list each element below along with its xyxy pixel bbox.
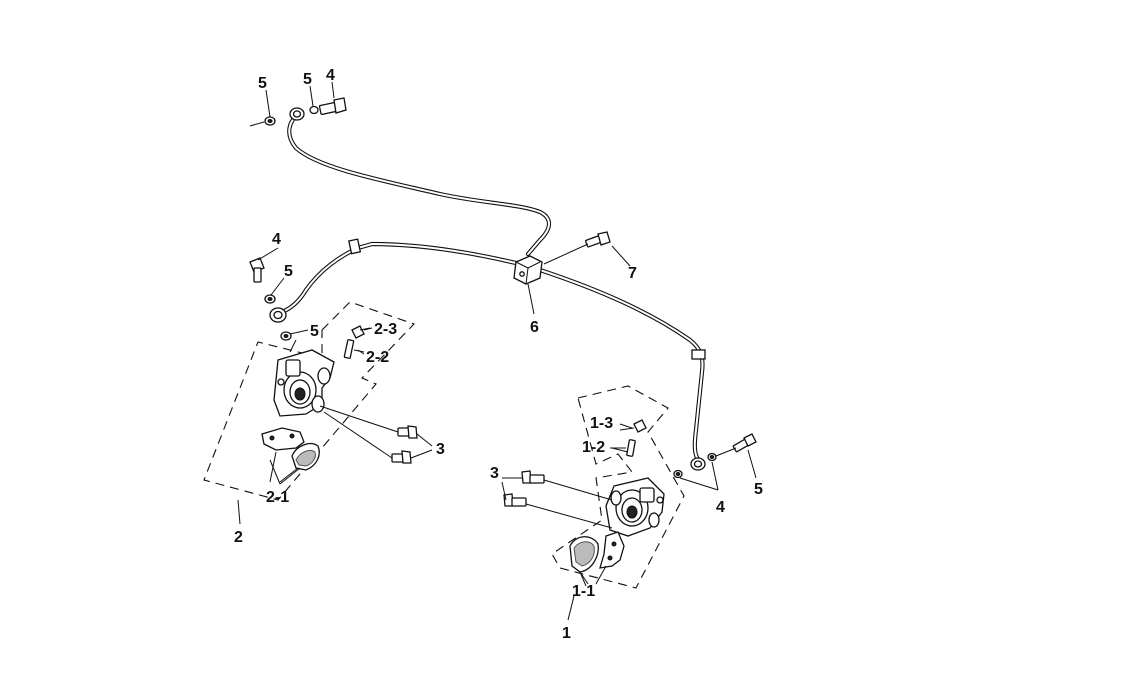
brake-pipes [279,113,706,465]
callout-1-1: 1-1 [572,583,595,600]
callout-3-left: 3 [436,441,445,458]
callout-5-top-left: 5 [258,75,267,92]
leader-lines [237,81,757,621]
callout-1: 1 [562,625,571,642]
callout-2: 2 [234,529,243,546]
right-caliper [605,477,665,537]
right-banjo-fitting [673,433,757,479]
distributor-mounting-bolt [543,231,611,265]
right-brake-pads [569,531,625,585]
callout-4-right: 4 [716,499,725,516]
left-caliper-group-outline [203,301,415,501]
callout-4-top: 4 [326,67,335,84]
callout-4-left: 4 [272,231,281,248]
callout-5-left-upper: 5 [284,263,293,280]
callout-1-3: 1-3 [590,415,613,432]
right-caliper-bolts [501,470,613,529]
callout-6: 6 [530,319,539,336]
left-caliper [273,339,335,417]
callout-1-2: 1-2 [582,439,605,456]
left-bleeder-valve [343,325,371,359]
callout-5-right: 5 [754,481,763,498]
callout-7: 7 [628,265,637,282]
callout-3-right: 3 [490,465,499,482]
callout-2-1: 2-1 [266,489,289,506]
callout-5-top-middle: 5 [303,71,312,88]
callout-2-2: 2-2 [366,349,389,366]
pipe-distributor-block [513,255,543,285]
callout-5-left-lower: 5 [310,323,319,340]
right-bleeder-valve [610,419,647,457]
right-caliper-group-outline [551,385,685,589]
callout-labels: 5 5 4 4 5 5 2-3 2-2 3 2-1 2 6 7 1-3 1-2 … [234,67,763,642]
left-caliper-bolts [319,405,433,464]
callout-2-3: 2-3 [374,321,397,338]
left-banjo-fitting [249,257,292,341]
left-brake-pads [261,427,320,483]
top-banjo-fitting [249,97,347,127]
